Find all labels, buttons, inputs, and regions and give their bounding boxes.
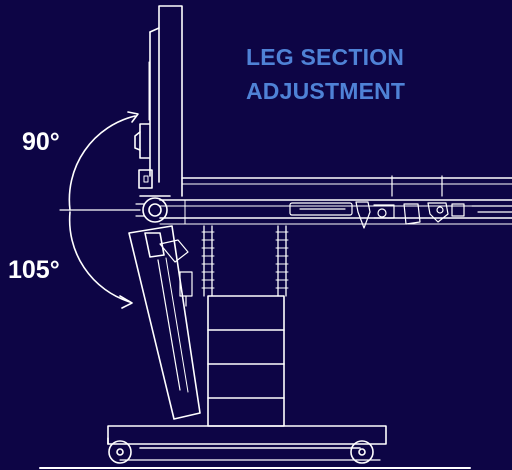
caster-left (108, 440, 132, 464)
angle-indicator-105 (68, 211, 133, 309)
column-bellows (201, 225, 289, 297)
angle-label-up: 90° (22, 128, 60, 156)
title-line-2: ADJUSTMENT (246, 78, 406, 104)
rail-hardware (289, 201, 512, 229)
table-base (39, 425, 471, 469)
angle-label-down: 105° (8, 256, 60, 284)
leg-section-raised (134, 5, 183, 197)
diagram-title: LEG SECTION ADJUSTMENT (246, 40, 405, 108)
caster-right (350, 440, 374, 464)
leg-section-lowered (128, 225, 201, 420)
column-body (207, 295, 285, 427)
angle-indicator-90 (59, 111, 141, 211)
table-top (159, 175, 512, 225)
title-line-1: LEG SECTION (246, 44, 405, 70)
hinge-joint (135, 195, 171, 223)
